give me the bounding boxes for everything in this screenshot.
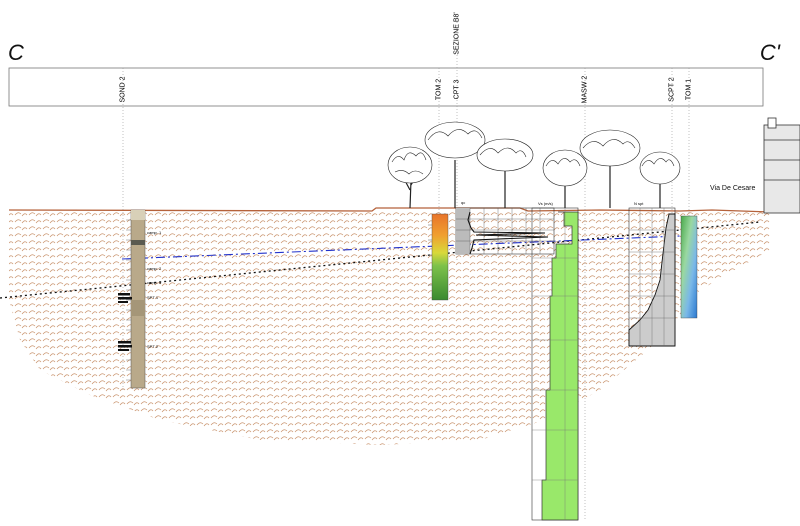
sond2-annotation: camp. 2	[147, 266, 162, 271]
borehole-label-sond2: SOND 2	[119, 76, 127, 103]
header-frame	[8, 67, 764, 107]
soil-hatch-area	[9, 210, 770, 445]
section-start-label: C	[8, 40, 24, 65]
tree-icon	[579, 129, 641, 208]
sond2-annotation: camp. 1	[147, 230, 162, 235]
tom1-log	[680, 215, 698, 319]
building-icon	[763, 117, 800, 214]
street-label: Via De Cesare	[710, 185, 756, 192]
borehole-label-cpt3: CPT 3	[453, 79, 461, 100]
cross-section-label: SEZIONE B8'	[453, 12, 461, 55]
tom2-log	[428, 213, 449, 301]
borehole-label-tom1: TOM 1	[685, 78, 693, 101]
ground-surface-line	[8, 207, 771, 213]
tree-icon	[424, 121, 486, 208]
sond2-log	[118, 209, 146, 389]
cpt3-header: qc	[461, 200, 466, 205]
borehole-label-tom2: TOM 2	[435, 78, 443, 101]
tree-icon	[387, 146, 433, 209]
masw2-log	[531, 207, 579, 521]
tree-icon	[476, 138, 534, 208]
water-table-line	[121, 235, 681, 260]
tree-icon	[639, 151, 681, 208]
scpt2-log	[628, 207, 676, 347]
tree-icon	[542, 149, 588, 208]
sond2-annotation: camp. 3	[147, 280, 162, 285]
sond2-annotation: SPT 1	[147, 295, 159, 300]
masw2-header: Vs (m/s)	[538, 201, 553, 206]
tree-icons	[387, 121, 681, 209]
borehole-label-scpt2: SCPT 2	[668, 77, 676, 102]
sond2-annotation: SPT 2	[147, 344, 159, 349]
scpt2-header: N spt	[634, 201, 644, 206]
stratum-boundary-line	[0, 221, 761, 299]
section-end-label: C'	[759, 40, 780, 65]
borehole-label-masw2: MASW 2	[581, 75, 589, 104]
